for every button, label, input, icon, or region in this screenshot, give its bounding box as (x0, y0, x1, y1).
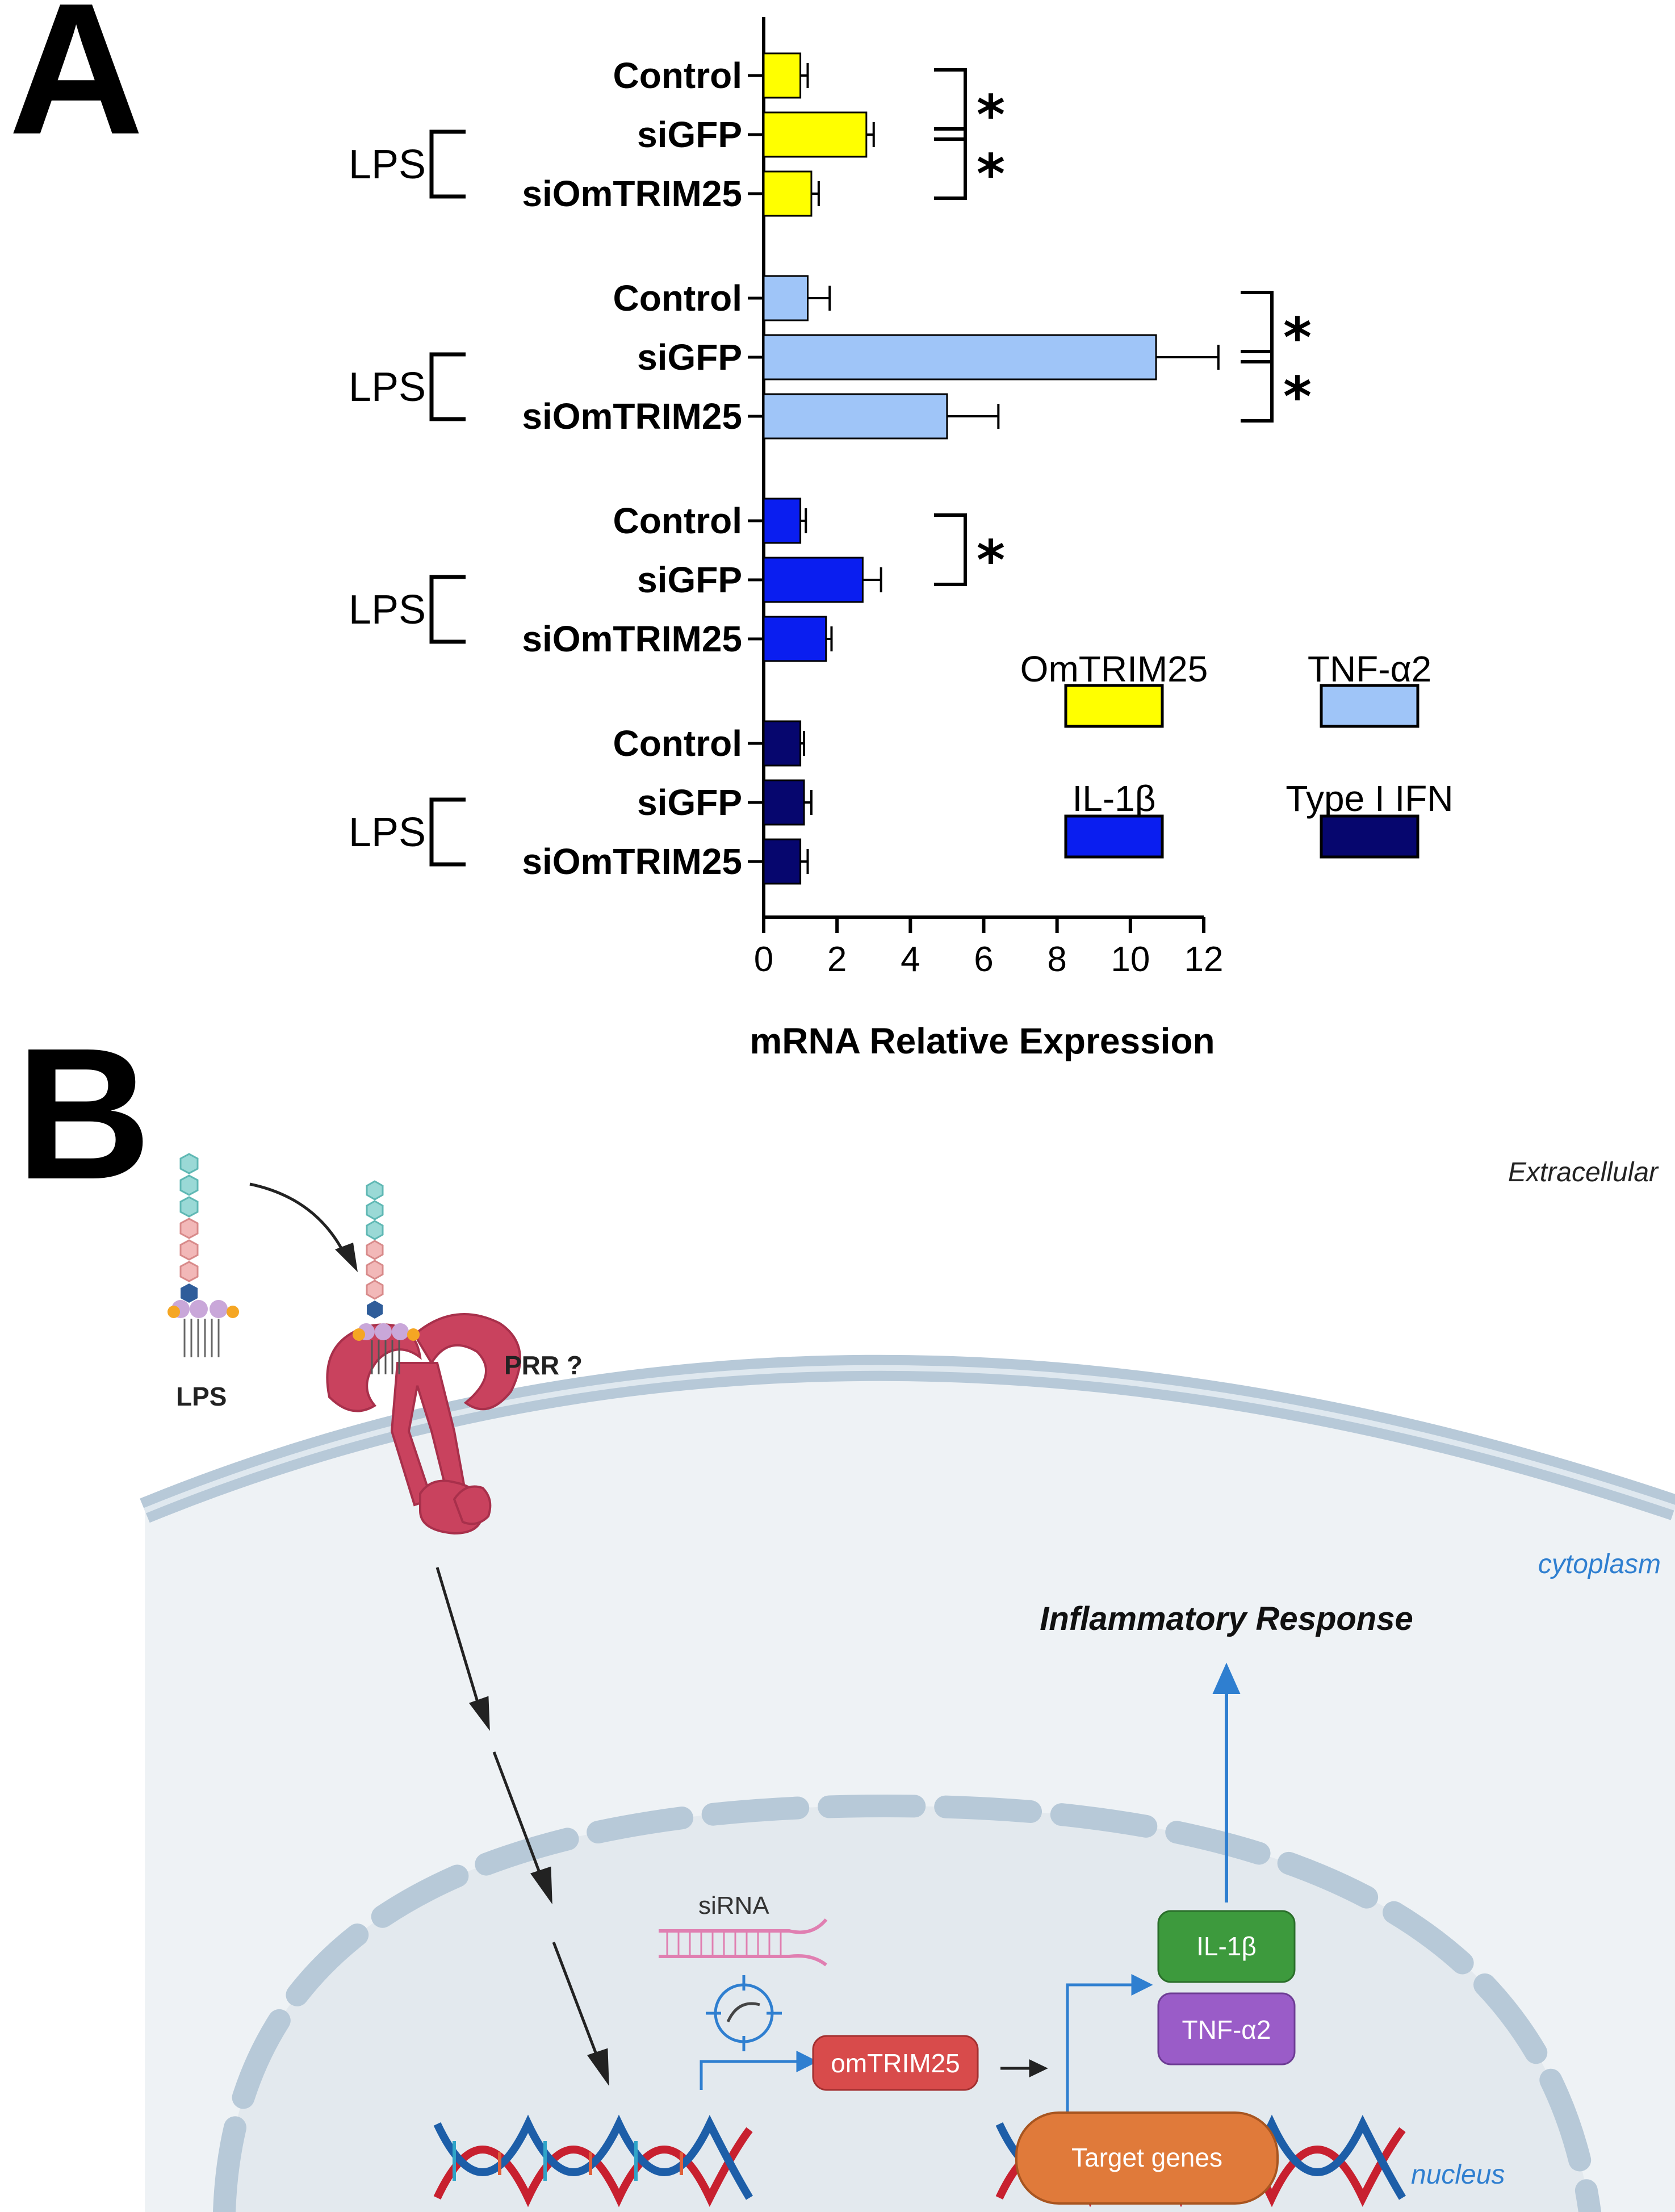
category-label: siGFP (637, 337, 742, 378)
nucleus-label: nucleus (1411, 2160, 1505, 2190)
signaling-arrows (436, 1567, 609, 2086)
inflammatory-arrow (1212, 1662, 1241, 1902)
bar-omtrim25 (763, 52, 802, 99)
tnfa2-box (1157, 1992, 1296, 2065)
cell-membrane-inner-line (144, 1365, 1675, 1513)
nuclear-envelope (213, 1794, 1601, 2212)
category-label: Control (613, 723, 743, 764)
bar-il-1β (763, 497, 802, 544)
dna-left-icon (433, 2114, 753, 2207)
panel-a-letter: A (9, 0, 144, 173)
significance-bracket (934, 127, 967, 200)
bar-chart: 0 2 4 6 8 10 12 mRNA Relative Expression Control… (349, 17, 1454, 1061)
lps-bracket (429, 352, 466, 421)
bar-type-i-ifn (763, 720, 802, 767)
bar-omtrim25 (763, 170, 813, 217)
category-label: siGFP (637, 782, 742, 823)
bar-tnf-α2 (763, 334, 1157, 380)
category-label: Control (613, 500, 743, 541)
legend-swatch (1064, 814, 1164, 859)
omtrim25-box (812, 2035, 979, 2091)
x-tick-label: 10 (1111, 940, 1150, 979)
bar-omtrim25 (763, 111, 868, 158)
significance-star: * (977, 529, 1005, 592)
lps-label: LPS (349, 365, 426, 410)
transcription-arrow (700, 2050, 818, 2090)
bar-tnf-α2 (763, 393, 948, 440)
category-label: siGFP (637, 114, 742, 155)
target-genes-box (1015, 2111, 1279, 2205)
expression-arrow (1066, 1973, 1153, 2121)
significance-star: * (977, 83, 1005, 147)
lps-label: LPS (349, 587, 426, 633)
x-tick-label: 0 (754, 940, 773, 979)
x-tick-label: 6 (974, 940, 993, 979)
category-label: siOmTRIM25 (522, 618, 742, 659)
category-label: siOmTRIM25 (522, 173, 742, 214)
bar-il-1β (763, 557, 864, 603)
panel-b-letter: B (16, 1009, 151, 1218)
extracellular-label: Extracellular (1508, 1157, 1659, 1187)
bar-type-i-ifn (763, 838, 802, 885)
target-genes-label: Target genes (1071, 2143, 1222, 2172)
lps-binding-arrowhead (335, 1243, 358, 1272)
category-label: siOmTRIM25 (522, 396, 742, 437)
regulation-arrow (1000, 2059, 1048, 2077)
x-tick-label: 2 (827, 940, 847, 979)
category-label: siGFP (637, 559, 742, 600)
legend-label: IL-1β (1072, 778, 1155, 819)
significance-bracket (1241, 350, 1274, 423)
significance-star: * (977, 143, 1005, 206)
lps-label: LPS (176, 1382, 227, 1411)
bar-tnf-α2 (763, 275, 809, 321)
significance-star: * (1283, 365, 1312, 429)
tnfa2-label: TNF-α2 (1182, 2015, 1271, 2044)
il1b-label: IL-1β (1196, 1931, 1257, 1961)
prr-label: PRR ? (504, 1350, 583, 1380)
bound-lipid-a-icon (353, 1323, 420, 1374)
significance-bracket (1241, 291, 1274, 363)
x-tick-label: 4 (901, 940, 920, 979)
legend-label: Type I IFN (1285, 778, 1453, 819)
legend-swatch (1064, 684, 1164, 728)
lps-bracket (429, 797, 466, 867)
category-label: Control (613, 278, 743, 319)
lps-bracket (429, 575, 466, 644)
nucleus-region (224, 1806, 1590, 2212)
significance-bracket (934, 68, 967, 141)
category-label: Control (613, 55, 743, 96)
lps-binding-arrow (249, 1182, 348, 1259)
significance-star: * (1283, 306, 1312, 370)
x-tick-label: 8 (1047, 940, 1066, 979)
il1b-box (1157, 1910, 1296, 1983)
bound-lps-icon (366, 1180, 384, 1319)
prr-receptor-icon (326, 1313, 521, 1535)
legend-label: OmTRIM25 (1020, 649, 1208, 689)
bar-type-i-ifn (763, 779, 805, 826)
bar-il-1β (763, 616, 827, 662)
lps-label: LPS (349, 142, 426, 187)
x-axis-title: mRNA Relative Expression (749, 1021, 1215, 1061)
category-label: siOmTRIM25 (522, 841, 742, 882)
lps-molecule-icon (168, 1153, 239, 1357)
cytoplasm-label: cytoplasm (1538, 1549, 1661, 1579)
target-icon (706, 1975, 782, 2051)
inflammatory-response-label: Inflammatory Response (1040, 1600, 1413, 1637)
cell-diagram: Extracellular cytoplasm nucleus (140, 1153, 1675, 2212)
lps-label: LPS (349, 810, 426, 855)
omtrim25-label: omTRIM25 (831, 2048, 960, 2078)
x-tick-label: 12 (1184, 940, 1224, 979)
legend-swatch (1320, 684, 1419, 728)
sirna-icon (659, 1918, 828, 1967)
significance-bracket (934, 513, 967, 586)
legend-swatch (1320, 814, 1419, 859)
sirna-label: siRNA (698, 1892, 769, 1920)
lps-bracket (429, 129, 466, 199)
legend-label: TNF-α2 (1308, 649, 1431, 689)
